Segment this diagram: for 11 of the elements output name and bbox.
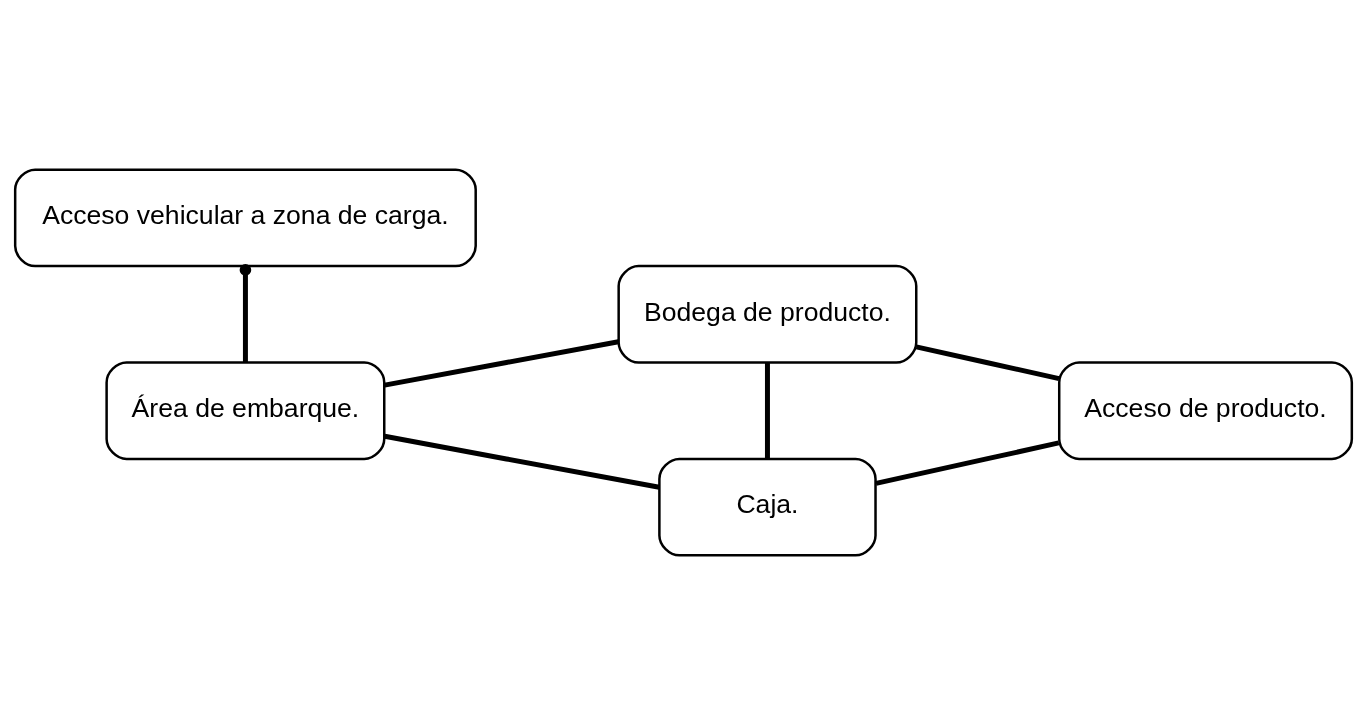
connector <box>384 338 619 388</box>
node-box: Bodega de producto. <box>617 264 918 364</box>
node-box: Área de embarque. <box>105 360 386 460</box>
connector <box>384 433 660 490</box>
connector <box>239 263 252 362</box>
node-box: Acceso de producto. <box>1057 360 1354 460</box>
connector <box>875 439 1060 486</box>
connector <box>915 344 1060 381</box>
node-box: Caja. <box>658 457 877 557</box>
node-box: Acceso vehicular a zona de carga. <box>13 167 477 267</box>
connector <box>764 362 770 458</box>
